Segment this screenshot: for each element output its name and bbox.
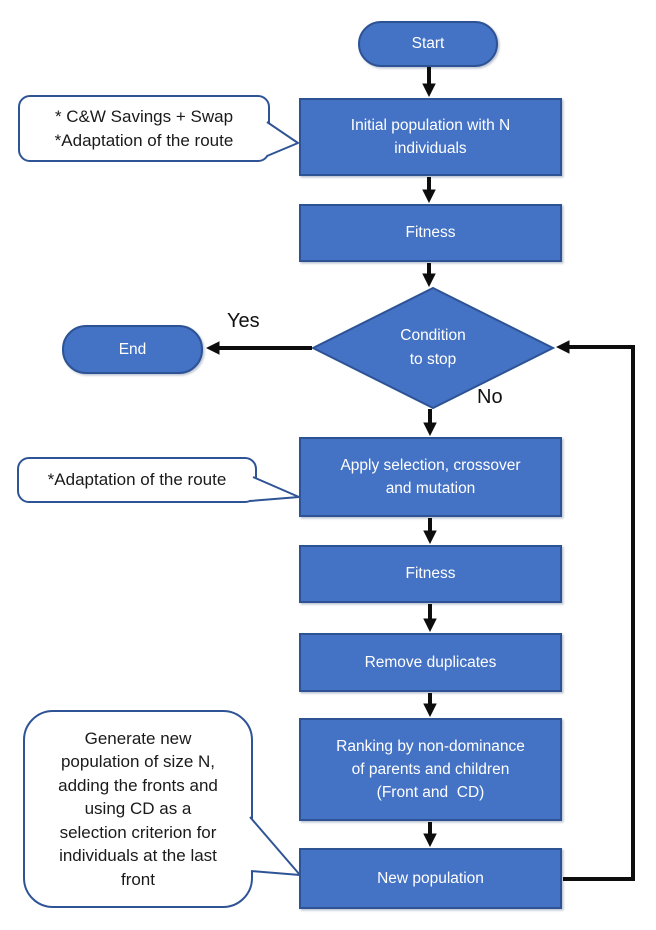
node-new-population: New population (299, 848, 562, 909)
node-apply-operators-label: Apply selection, crossover and mutation (340, 456, 521, 497)
callout-initialization-methods-text: * C&W Savings + Swap *Adaptation of the … (54, 107, 234, 150)
edge-label-yes: Yes (227, 310, 260, 332)
callout-adaptation-text: *Adaptation of the route (47, 470, 227, 490)
node-start-label: Start (411, 35, 445, 53)
node-end: End (62, 325, 203, 374)
node-end-label: End (118, 340, 147, 358)
node-remove-duplicates: Remove duplicates (299, 633, 562, 692)
node-new-population-label: New population (377, 869, 484, 887)
node-fitness-2-label: Fitness (405, 565, 456, 583)
node-ranking-label: Ranking by non-dominance of parents and … (336, 737, 525, 802)
callout-initialization-methods: * C&W Savings + Swap *Adaptation of the … (18, 95, 270, 162)
node-remove-duplicates-label: Remove duplicates (364, 653, 497, 671)
node-fitness-1: Fitness (299, 204, 562, 262)
node-initial-population-label: Initial population with N individuals (350, 116, 511, 157)
callout-initialization-methods-tail (266, 121, 299, 157)
node-apply-operators: Apply selection, crossover and mutation (299, 437, 562, 517)
callout-adaptation: *Adaptation of the route (17, 457, 257, 503)
node-initial-population: Initial population with N individuals (299, 98, 562, 176)
node-start: Start (358, 21, 498, 67)
node-fitness-2: Fitness (299, 545, 562, 603)
node-condition-label: Condition to stop (400, 326, 466, 368)
node-ranking: Ranking by non-dominance of parents and … (299, 718, 562, 821)
callout-generate-population: Generate new population of size N, addin… (23, 710, 253, 908)
callout-generate-population-tail (249, 816, 301, 876)
node-fitness-1-label: Fitness (405, 224, 456, 242)
callout-generate-population-text: Generate new population of size N, addin… (58, 728, 218, 889)
arrow-newpop-loop-to-condition (555, 340, 635, 881)
edge-label-no: No (477, 386, 503, 408)
callout-adaptation-tail (249, 476, 300, 502)
